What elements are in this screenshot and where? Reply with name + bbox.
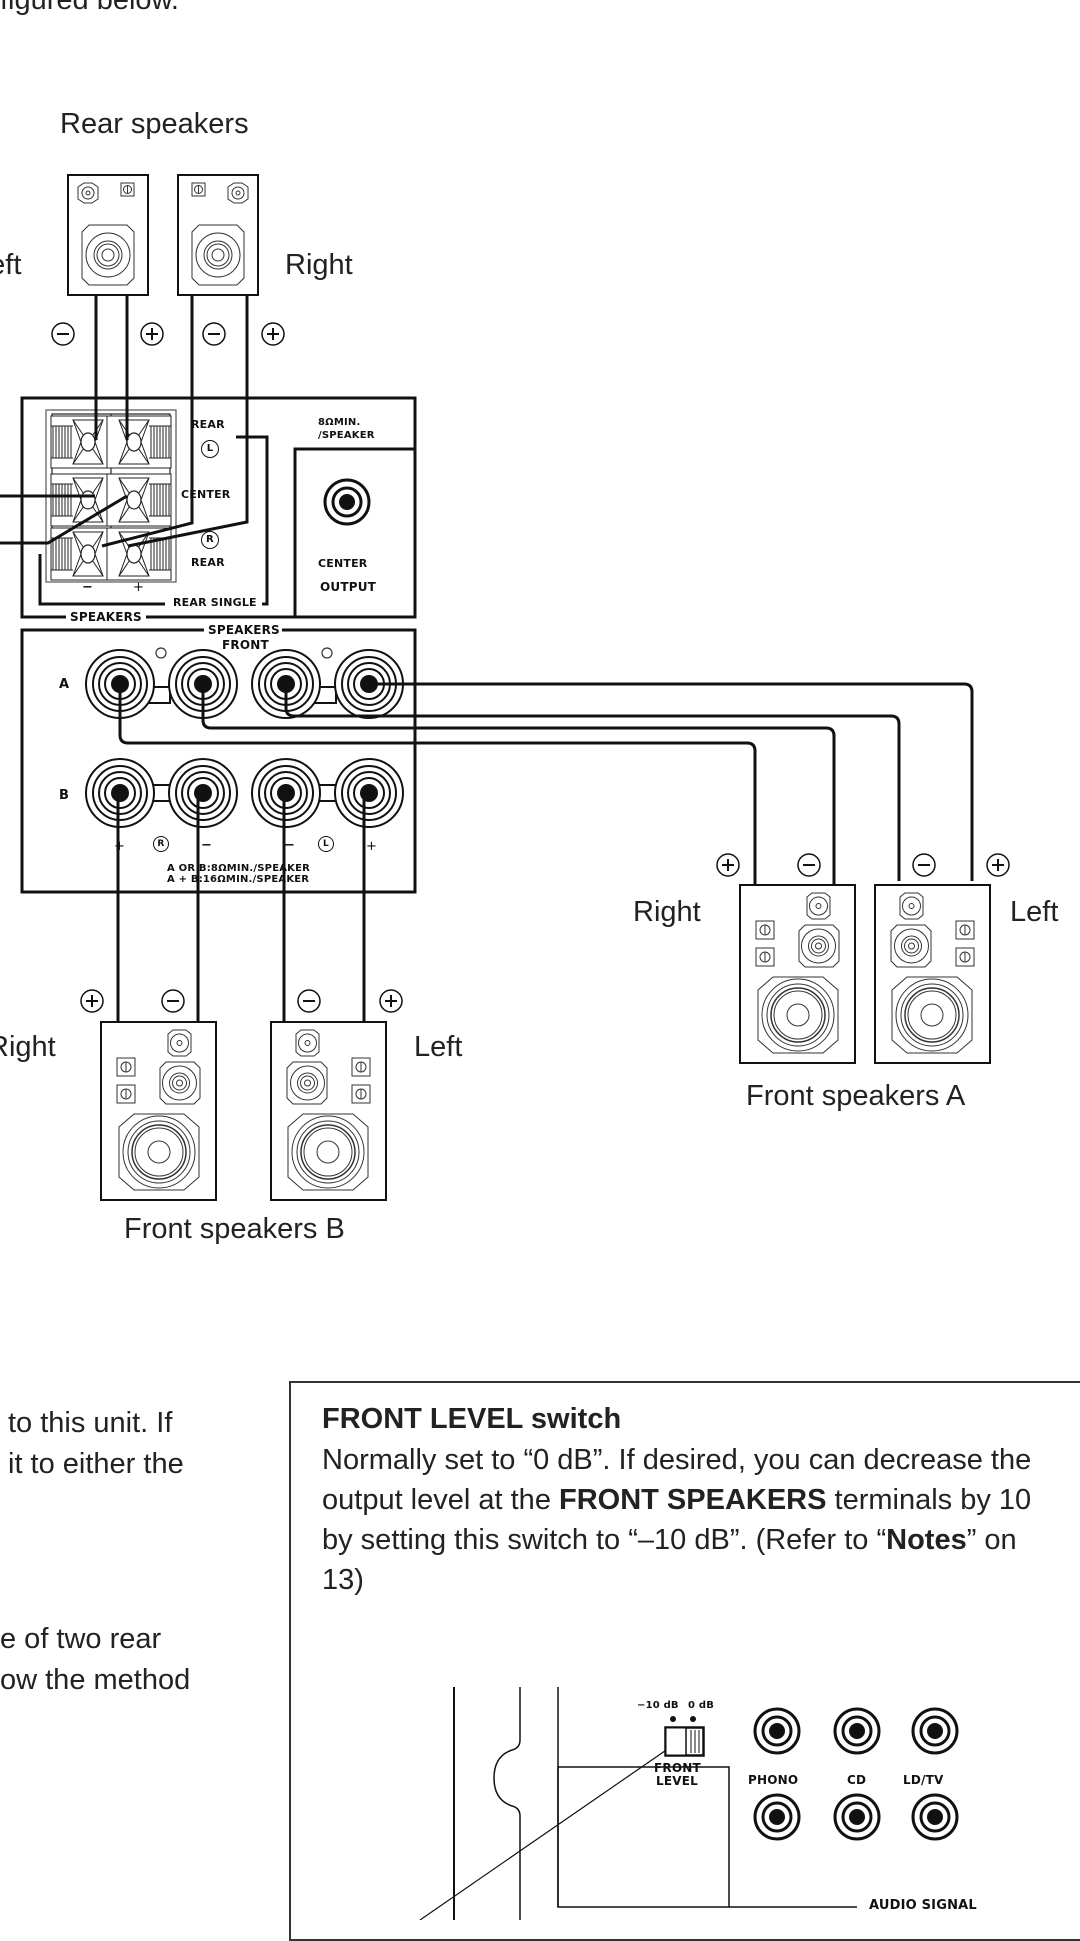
center-minus-terminal (50, 473, 116, 527)
jack-label-phono: PHONO (748, 1773, 799, 1787)
rear-left-speaker (67, 174, 149, 296)
front-a-wires (118, 682, 974, 884)
rear-right-plus-mark (261, 322, 285, 346)
rear-left-minus-mark (51, 322, 75, 346)
front-b-right-label: Right (0, 1031, 56, 1063)
rear-right-minus-mark (202, 322, 226, 346)
front-a-left-label: Left (1010, 896, 1059, 928)
phono-jack-bottom (753, 1793, 801, 1841)
center-label: CENTER (181, 488, 231, 501)
front-speakers-header-1: SPEAKERS (208, 623, 280, 637)
rear-left-label: Left (0, 249, 22, 281)
cd-jack-bottom (833, 1793, 881, 1841)
receiver-speakers-panel (20, 396, 417, 619)
ldtv-jack-bottom (911, 1793, 959, 1841)
rear-left-plus-mark (140, 322, 164, 346)
phono-jack-top (753, 1707, 801, 1755)
front-level-label-1: FRONT (654, 1761, 701, 1775)
speakers-label: SPEAKERS (66, 610, 146, 624)
rear-l-channel-badge: L (201, 440, 219, 458)
front-b-r-plus-mark (80, 989, 104, 1013)
cd-jack-top (833, 1707, 881, 1755)
desc-text: terminals by 10 (826, 1484, 1032, 1516)
audio-signal-label: AUDIO SIGNAL (866, 1898, 977, 1913)
rear-speakers-title: Rear speakers (60, 108, 249, 140)
left-text-line-1: to this unit. If (8, 1407, 173, 1439)
switch-0db-label: 0 dB (688, 1700, 715, 1711)
terminal-b-l-minus (251, 758, 321, 828)
terminal-b-r-minus (168, 758, 238, 828)
rear-r-channel-badge: R (201, 531, 219, 549)
desc-bold-notes: Notes (886, 1524, 967, 1556)
rear-right-label: Right (285, 249, 353, 281)
front-a-title: Front speakers A (746, 1080, 966, 1112)
impedance-line-1: 8ΩMIN. (318, 417, 361, 428)
rear-speaker-wires (0, 295, 249, 548)
front-a-l-plus-mark (986, 853, 1010, 877)
left-text-line-2: it to either the (8, 1448, 184, 1480)
center-output-jack (323, 478, 371, 526)
front-b-wires (116, 793, 366, 1022)
rear-r-label: REAR (191, 556, 225, 569)
polarity-b-r-plus: + (114, 839, 126, 854)
intro-text: figured below. (0, 0, 179, 16)
front-a-right-speaker (739, 884, 856, 1064)
polarity-b-l-minus: − (284, 838, 296, 853)
impedance-note-1: A OR B:8ΩMIN./SPEAKER (167, 863, 311, 874)
front-b-l-minus-mark (297, 989, 321, 1013)
row-a-label: A (59, 677, 70, 692)
desc-bold-front-speakers: FRONT SPEAKERS (559, 1484, 827, 1516)
desc-line-4: 13) (322, 1564, 364, 1596)
left-text-line-3: e of two rear (0, 1623, 162, 1655)
front-b-l-plus-mark (379, 989, 403, 1013)
impedance-line-2: /SPEAKER (318, 430, 375, 441)
center-output-line-1: CENTER (318, 557, 368, 570)
front-b-left-speaker (270, 1021, 387, 1201)
polarity-l-badge: L (318, 836, 334, 852)
front-b-left-label: Left (414, 1031, 463, 1063)
desc-line-1: Normally set to “0 dB”. If desired, you … (322, 1444, 1032, 1476)
rear-right-speaker (177, 174, 259, 296)
ldtv-jack-top (911, 1707, 959, 1755)
desc-text: ” on (966, 1524, 1017, 1556)
front-level-switch[interactable] (664, 1716, 705, 1757)
desc-text: output level at the (322, 1484, 559, 1516)
switch-minus10-label: −10 dB (637, 1700, 679, 1711)
front-b-title: Front speakers B (124, 1213, 345, 1245)
center-output-line-2: OUTPUT (320, 580, 377, 594)
front-a-left-speaker (874, 884, 991, 1064)
desc-line-3: by setting this switch to “–10 dB”. (Ref… (322, 1520, 1080, 1560)
polarity-b-r-minus: − (201, 838, 213, 853)
left-text-line-4: ow the method (0, 1664, 191, 1696)
jack-label-ldtv: LD/TV (903, 1773, 944, 1787)
desc-text: by setting this switch to “–10 dB”. (Ref… (322, 1524, 887, 1556)
front-a-right-label: Right (633, 896, 701, 928)
polarity-r-badge: R (153, 836, 169, 852)
front-level-panel-diagram (419, 1687, 857, 1920)
front-level-description: Normally set to “0 dB”. If desired, you … (322, 1440, 1080, 1600)
rear-l-label: REAR (191, 418, 225, 431)
rear-l-minus-terminal (50, 415, 116, 469)
front-speakers-terminal-panel (20, 623, 417, 894)
row-b-label: B (59, 788, 70, 803)
terminal-b-r-plus (85, 758, 155, 828)
terminal-plus-label: + (133, 580, 145, 595)
front-a-r-plus-mark (716, 853, 740, 877)
front-level-label-2: LEVEL (656, 1774, 698, 1788)
front-a-r-minus-mark (797, 853, 821, 877)
front-a-l-minus-mark (912, 853, 936, 877)
polarity-b-l-plus: + (366, 839, 378, 854)
terminal-b-l-plus (334, 758, 404, 828)
impedance-note-2: A + B:16ΩMIN./SPEAKER (167, 874, 310, 885)
front-speakers-header-2: FRONT (222, 638, 269, 652)
terminal-minus-label: − (82, 580, 94, 595)
front-b-right-speaker (100, 1021, 217, 1201)
front-b-r-minus-mark (161, 989, 185, 1013)
rear-single-label: REAR SINGLE (170, 596, 260, 609)
desc-line-2: output level at the FRONT SPEAKERS termi… (322, 1480, 1080, 1520)
front-level-title: FRONT LEVEL switch (322, 1403, 622, 1435)
jack-label-cd: CD (847, 1773, 867, 1787)
